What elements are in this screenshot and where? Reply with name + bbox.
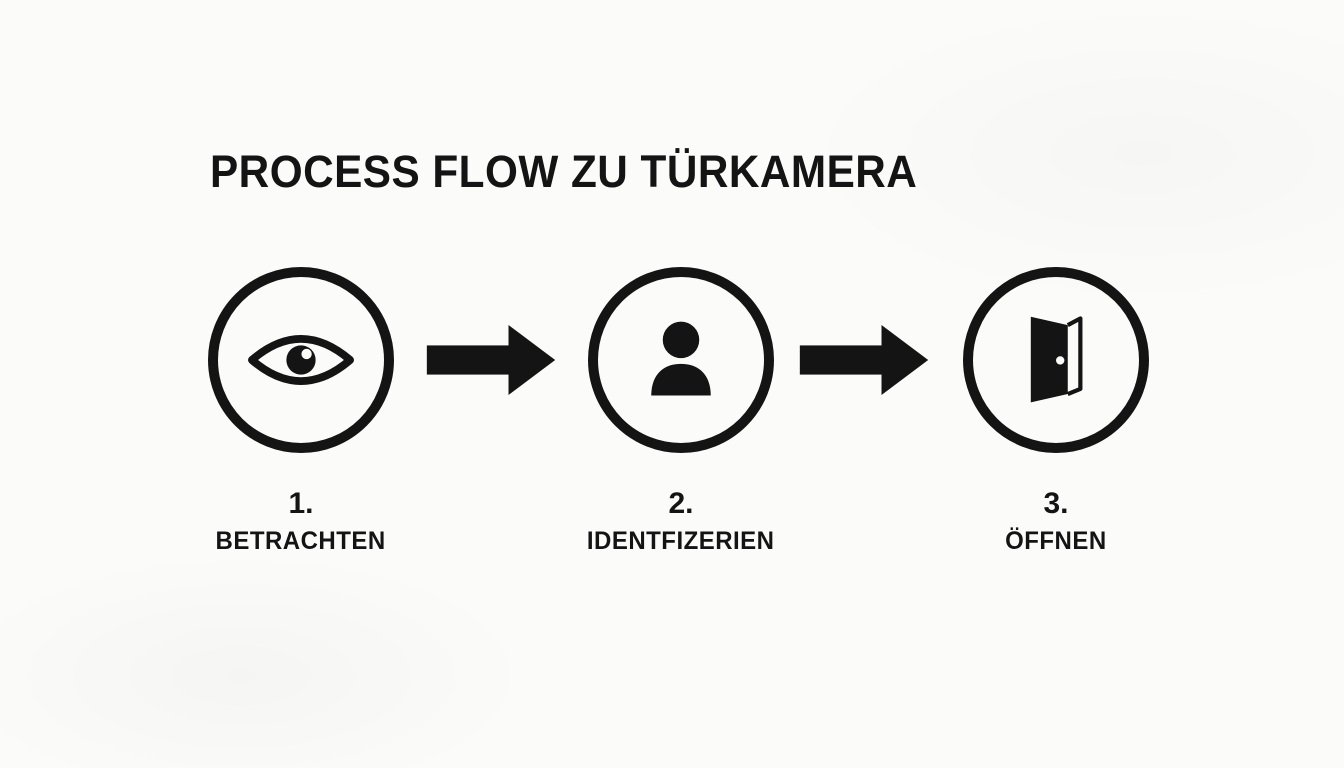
step-number: 3. xyxy=(1043,487,1069,520)
step1-circle xyxy=(208,267,394,453)
step3-circle xyxy=(963,267,1149,453)
door-icon xyxy=(1030,316,1083,403)
step-label: BETRACHTEN xyxy=(215,527,387,555)
step-number: 2. xyxy=(668,487,694,520)
step-label: ÖFFNEN xyxy=(1005,527,1107,555)
step-number: 1. xyxy=(288,487,314,520)
step-label: IDENTFIZERIEN xyxy=(587,527,775,555)
arrow-right-icon xyxy=(426,325,556,395)
person-icon xyxy=(651,321,711,396)
step-betrachten: 1. BETRACHTEN xyxy=(208,267,394,556)
eye-icon xyxy=(248,335,354,385)
diagram-title: PROCESS FLOW ZU TÜRKAMERA xyxy=(210,146,918,197)
step2-circle xyxy=(588,267,774,453)
arrow-right-icon xyxy=(799,325,929,395)
step-oeffnen: 3. ÖFFNEN xyxy=(963,267,1149,556)
step-identifizieren: 2. IDENTFIZERIEN xyxy=(587,267,775,556)
